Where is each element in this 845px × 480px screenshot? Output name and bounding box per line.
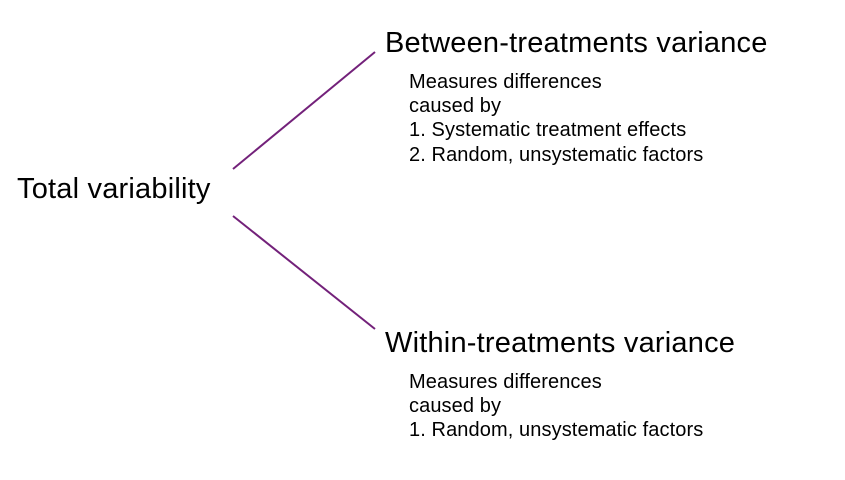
detail-line: caused by <box>409 395 502 418</box>
detail-line: 1. Systematic treatment effects <box>409 119 687 142</box>
branch-heading-within-treatments: Within-treatments variance <box>385 327 736 359</box>
detail-line: Measures differences <box>409 371 602 393</box>
root-node-total-variability: Total variability <box>17 173 211 205</box>
branch-details-within-treatments: Measures differences caused by 1. Random… <box>409 370 703 443</box>
detail-line: 1. Random, unsystematic factors <box>409 419 704 442</box>
lower-branch-connector-line <box>232 215 376 330</box>
detail-line: Measures differences <box>409 71 602 93</box>
detail-line: caused by <box>409 95 502 118</box>
upper-branch-connector-line <box>232 51 376 170</box>
branch-heading-between-treatments: Between-treatments variance <box>385 27 768 59</box>
detail-line: 2. Random, unsystematic factors <box>409 143 704 166</box>
branch-details-between-treatments: Measures differences caused by 1. System… <box>409 70 703 167</box>
